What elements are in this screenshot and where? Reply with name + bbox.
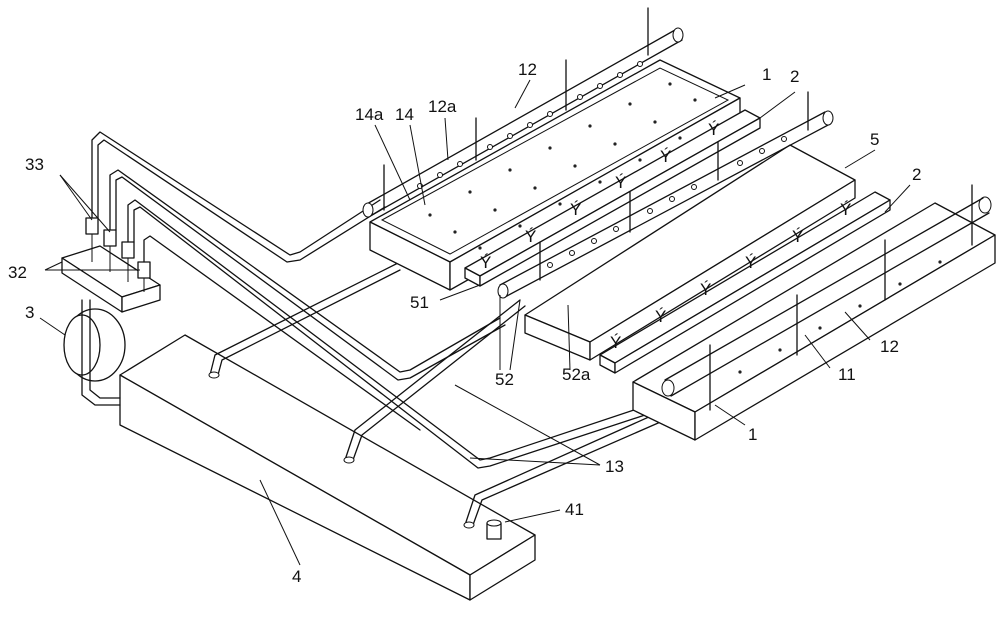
spray-pipe-52	[497, 91, 834, 299]
label-12a: 12a	[428, 97, 457, 116]
svg-text:Ý: Ý	[615, 173, 626, 192]
planter-1-top-holes	[428, 82, 697, 250]
label-14a: 14a	[355, 105, 384, 124]
label-14: 14	[395, 105, 414, 124]
outlet-41	[486, 519, 502, 540]
label-3: 3	[25, 303, 34, 322]
svg-text:Ý: Ý	[610, 333, 621, 352]
plant-sprouts: Ý Ý Ý Ý Ý Ý Ý Ý Ý Ý Ý Ý	[480, 120, 851, 352]
return-pipes	[208, 261, 666, 529]
svg-text:Ý: Ý	[745, 253, 756, 272]
planter-5	[524, 144, 856, 361]
label-41: 41	[565, 500, 584, 519]
label-4: 4	[292, 567, 301, 586]
pump-3	[63, 299, 126, 406]
spray-pipe-12-top	[362, 7, 684, 218]
label-33: 33	[25, 155, 44, 174]
svg-text:Ý: Ý	[525, 227, 536, 246]
plant-board-2-top	[464, 109, 761, 287]
part-labels: 1 2 12 12a 14 14a 5 2 33 32 3 4 51 52 52…	[8, 60, 921, 586]
plant-board-2-right	[599, 191, 891, 374]
water-tank-4	[119, 334, 536, 601]
manifold-32	[61, 245, 161, 313]
svg-text:Ý: Ý	[700, 280, 711, 299]
label-2-top: 2	[790, 67, 799, 86]
label-1-right: 1	[748, 425, 757, 444]
pipes-13	[91, 131, 646, 469]
svg-text:Ý: Ý	[655, 307, 666, 326]
svg-text:Ý: Ý	[570, 200, 581, 219]
label-12-top: 12	[518, 60, 537, 79]
label-13: 13	[605, 457, 624, 476]
leader-lines	[39, 79, 911, 566]
planter-1-right	[632, 184, 996, 441]
label-2-right: 2	[912, 165, 921, 184]
svg-text:Ý: Ý	[660, 147, 671, 166]
label-1-top: 1	[762, 65, 771, 84]
svg-text:Ý: Ý	[792, 227, 803, 246]
label-32: 32	[8, 263, 27, 282]
svg-text:Ý: Ý	[840, 200, 851, 219]
label-52: 52	[495, 370, 514, 389]
label-52a: 52a	[562, 365, 591, 384]
svg-text:Ý: Ý	[480, 253, 491, 272]
svg-text:Ý: Ý	[708, 120, 719, 139]
valves-33	[85, 217, 151, 292]
label-12-right: 12	[880, 337, 899, 356]
label-5: 5	[870, 130, 879, 149]
label-11: 11	[838, 365, 856, 384]
label-51: 51	[410, 293, 429, 312]
